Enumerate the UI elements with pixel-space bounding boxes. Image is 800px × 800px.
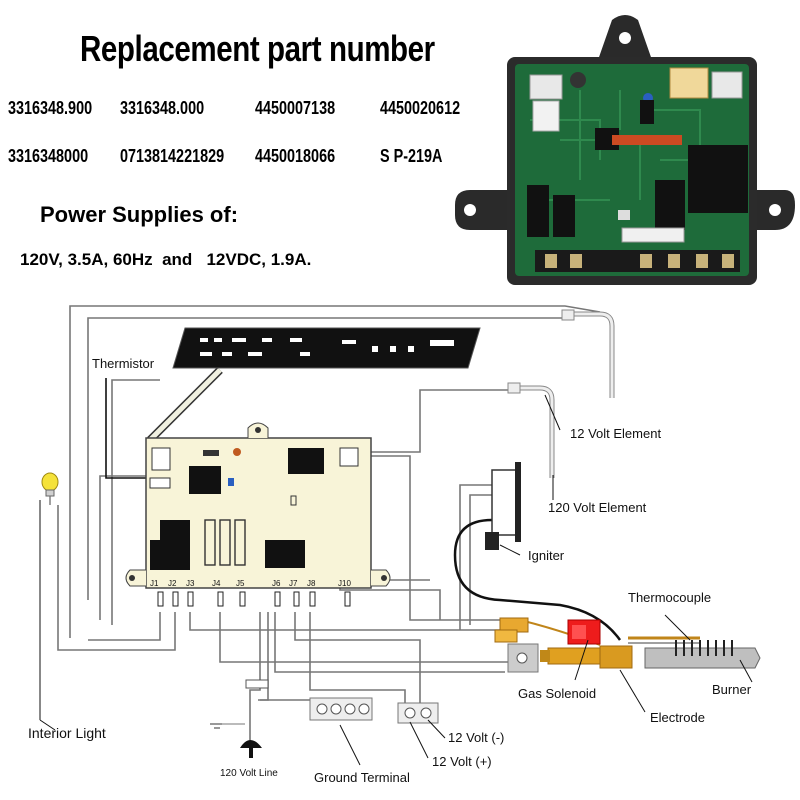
ground-terminal-block [309,697,373,766]
part-number: 4450018066 [255,146,336,166]
igniter-label: Igniter [528,548,565,563]
pin-label: J8 [307,579,316,588]
display-panel [172,327,481,369]
element-120v [507,382,555,478]
part-number: 0713814221829 [120,146,225,166]
part-number: 3316348.900 [8,98,93,118]
ground-terminal-label: Ground Terminal [314,770,410,785]
part-number: 4450020612 [380,98,461,118]
igniter [485,462,521,550]
thermistor-label: Thermistor [92,356,155,371]
element-120v-label: 120 Volt Element [548,500,647,515]
part-number: 4450007138 [255,98,336,118]
pin-label: J5 [236,579,245,588]
pin-label: J4 [212,579,221,588]
dc-terminal [397,702,446,759]
power-supplies-specs: 120V, 3.5A, 60Hz and 12VDC, 1.9A. [20,250,312,269]
interior-light-bulb [39,472,59,731]
leader-lines [499,394,753,713]
control-board-photo [455,15,795,285]
interior-light-label: Interior Light [28,725,106,741]
pin-label: J3 [186,579,195,588]
thermocouple-label: Thermocouple [628,590,711,605]
power-plug [210,679,269,758]
control-board [125,422,391,589]
power-line-label: 120 Volt Line [220,768,278,779]
pin-header: J1 J2 J3 J4 J5 J6 J7 J8 J10 [150,579,351,607]
element-12v [561,309,615,398]
thermistor-lead [105,378,152,479]
igniter-wire [453,518,622,641]
pin-label: J1 [150,579,159,588]
page-title: Replacement part number [80,28,435,69]
pin-label: J7 [289,579,298,588]
part-number: 3316348000 [8,146,89,166]
burner-assembly [628,636,761,669]
negative-terminal-label: 12 Volt (-) [448,730,504,745]
gas-valve-assembly [494,617,633,673]
part-number: S P-219A [380,146,443,166]
element-12v-label: 12 Volt Element [570,426,661,441]
pin-label: J2 [168,579,177,588]
gas-solenoid-label: Gas Solenoid [518,686,596,701]
wiring [57,305,601,740]
burner-label: Burner [712,682,752,697]
pin-label: J6 [272,579,281,588]
positive-terminal-label: 12 Volt (+) [432,754,492,769]
part-number: 3316348.000 [120,98,205,118]
electrode-label: Electrode [650,710,705,725]
power-supplies-title: Power Supplies of: [40,202,239,227]
pin-label: J10 [338,579,351,588]
